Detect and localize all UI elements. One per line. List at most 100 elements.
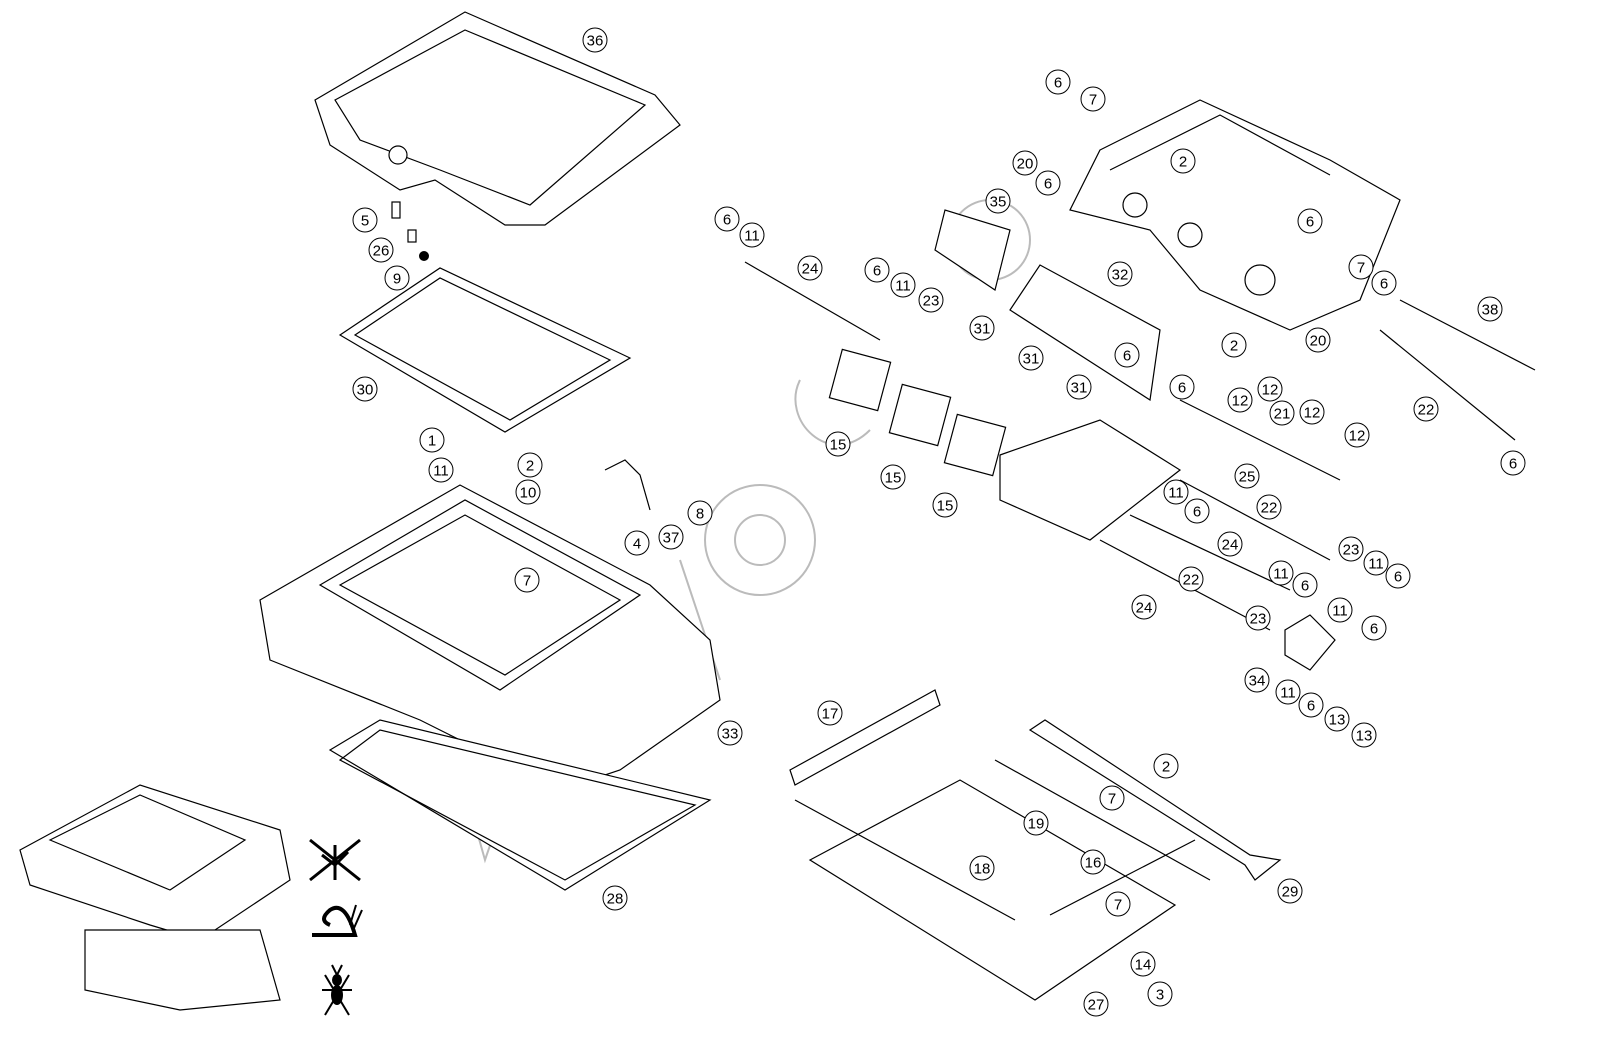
callout-circle xyxy=(1477,296,1503,322)
callout-circle xyxy=(1371,270,1397,296)
callout-number: 24 xyxy=(802,261,819,278)
callout-circle xyxy=(880,464,906,490)
callout-circle xyxy=(1045,69,1071,95)
callout-circle xyxy=(1080,86,1106,112)
callout-number: 12 xyxy=(1232,393,1249,410)
callout-circle xyxy=(1163,479,1189,505)
callout-29: 29 xyxy=(1277,878,1303,904)
callout-20: 20 xyxy=(1012,150,1038,176)
callout-7: 7 xyxy=(1099,785,1125,811)
callout-number: 36 xyxy=(587,33,604,50)
callout-2: 2 xyxy=(1170,148,1196,174)
callout-2: 2 xyxy=(517,452,543,478)
callout-31: 31 xyxy=(969,315,995,341)
callout-6: 6 xyxy=(1500,450,1526,476)
callout-circle xyxy=(602,885,628,911)
callout-number: 20 xyxy=(1310,333,1327,350)
callout-number: 31 xyxy=(1023,351,1040,368)
callout-16: 16 xyxy=(1080,849,1106,875)
callout-7: 7 xyxy=(1348,254,1374,280)
callout-6: 6 xyxy=(1045,69,1071,95)
callout-22: 22 xyxy=(1256,494,1282,520)
callout-36: 36 xyxy=(582,27,608,53)
callout-24: 24 xyxy=(797,255,823,281)
callout-number: 8 xyxy=(696,506,704,523)
chassis-frame xyxy=(1069,99,1401,331)
callout-number: 13 xyxy=(1329,712,1346,729)
callout-number: 2 xyxy=(526,458,534,475)
callout-22: 22 xyxy=(1178,566,1204,592)
callout-number: 3 xyxy=(1156,987,1164,1004)
callout-circle xyxy=(1277,878,1303,904)
callout-circle xyxy=(1099,785,1125,811)
callout-circle xyxy=(428,457,454,483)
callout-circle xyxy=(932,492,958,518)
hardware-5-26-9 xyxy=(391,201,429,261)
callout-circle xyxy=(1105,891,1131,917)
callout-11: 11 xyxy=(428,457,454,483)
callout-38: 38 xyxy=(1477,296,1503,322)
callout-number: 4 xyxy=(633,536,641,553)
callout-11: 11 xyxy=(1275,679,1301,705)
callout-33: 33 xyxy=(717,720,743,746)
callout-4: 4 xyxy=(624,530,650,556)
callout-2: 2 xyxy=(1153,753,1179,779)
callout-circle xyxy=(1035,170,1061,196)
callout-number: 33 xyxy=(722,726,739,743)
callout-circle xyxy=(1305,327,1331,353)
hopper-part-33 xyxy=(259,484,721,791)
callout-circle xyxy=(1324,706,1350,732)
callout-number: 11 xyxy=(1332,603,1348,620)
callout-35: 35 xyxy=(985,188,1011,214)
callout-number: 31 xyxy=(1071,380,1088,397)
callout-number: 2 xyxy=(1162,759,1170,776)
callout-6: 6 xyxy=(1035,170,1061,196)
callout-number: 2 xyxy=(1179,154,1187,171)
callout-13: 13 xyxy=(1351,722,1377,748)
callout-3: 3 xyxy=(1147,981,1173,1007)
callout-number: 5 xyxy=(361,213,369,230)
callout-number: 15 xyxy=(885,470,902,487)
callout-number: 6 xyxy=(723,212,731,229)
callout-circle xyxy=(368,237,394,263)
tray-part-30 xyxy=(338,267,632,433)
callout-number: 13 xyxy=(1356,728,1373,745)
callout-circle xyxy=(1413,396,1439,422)
callout-number: 6 xyxy=(1394,569,1402,586)
callout-circle xyxy=(1268,560,1294,586)
callout-circle xyxy=(1178,566,1204,592)
callout-circle xyxy=(890,272,916,298)
callout-17: 17 xyxy=(817,700,843,726)
callout-circle xyxy=(1018,345,1044,371)
callout-circle xyxy=(1080,849,1106,875)
callout-6: 6 xyxy=(1371,270,1397,296)
callout-6: 6 xyxy=(1169,374,1195,400)
callout-circle xyxy=(419,427,445,453)
callout-6: 6 xyxy=(1298,692,1324,718)
callout-number: 34 xyxy=(1249,673,1266,690)
callout-number: 1 xyxy=(428,433,436,450)
callout-number: 17 xyxy=(822,706,839,723)
callout-circle xyxy=(624,530,650,556)
callout-number: 28 xyxy=(607,891,624,908)
callout-circle xyxy=(1327,597,1353,623)
callout-number: 12 xyxy=(1349,428,1366,445)
callout-number: 31 xyxy=(974,321,991,338)
callout-23: 23 xyxy=(1245,605,1271,631)
callout-circle xyxy=(969,315,995,341)
callout-circle xyxy=(985,188,1011,214)
callout-circle xyxy=(1269,400,1295,426)
callout-12: 12 xyxy=(1344,422,1370,448)
callout-number: 9 xyxy=(393,271,401,288)
callout-6: 6 xyxy=(864,257,890,283)
callout-number: 23 xyxy=(1250,611,1267,628)
callout-number: 15 xyxy=(830,437,847,454)
callout-number: 6 xyxy=(1054,75,1062,92)
label-plate-part-35 xyxy=(934,209,1011,291)
callout-circle xyxy=(1234,463,1260,489)
callout-circle xyxy=(515,479,541,505)
callout-circle xyxy=(1257,376,1283,402)
callout-20: 20 xyxy=(1305,327,1331,353)
callout-circle xyxy=(1244,667,1270,693)
